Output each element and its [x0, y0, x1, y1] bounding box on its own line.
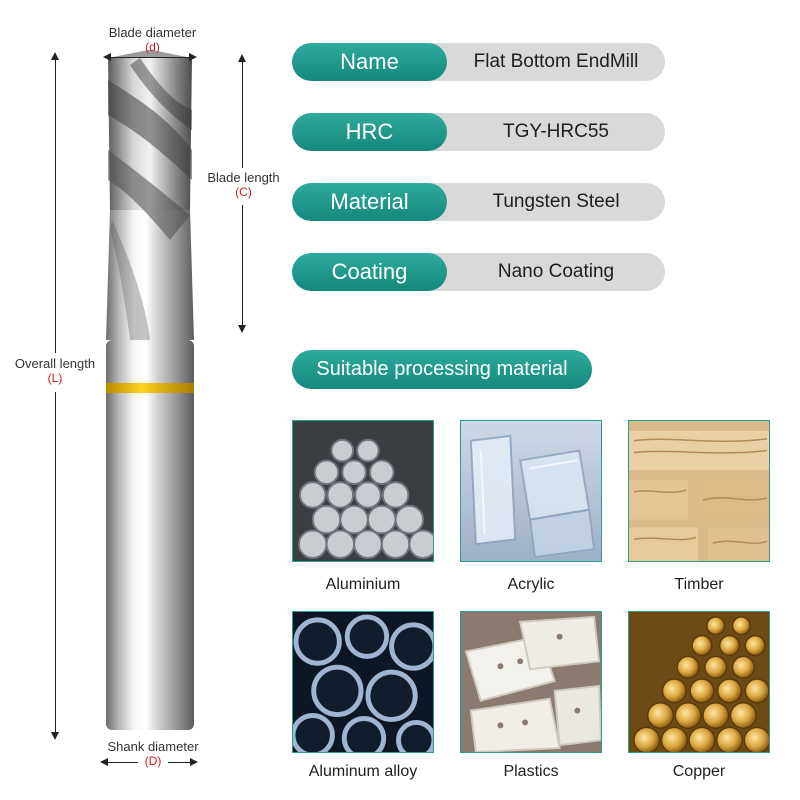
blade-diameter-arrow-left-icon — [103, 53, 111, 61]
suitable-materials-heading: Suitable processing material — [292, 350, 592, 389]
acrylic-blocks-icon — [461, 421, 601, 561]
blade-diameter-arrow-right-icon — [189, 53, 197, 61]
blade-length-line-bottom — [242, 205, 243, 330]
aluminium-bars-icon — [293, 421, 433, 561]
overall-length-line-bottom — [55, 392, 56, 735]
spec-value-material: Tungsten Steel — [492, 191, 620, 212]
blade-length-arrow-up-icon — [238, 54, 246, 62]
plastics-tile — [460, 611, 602, 753]
aluminum-tubes-icon — [293, 612, 433, 752]
acrylic-tile — [460, 420, 602, 562]
aluminium-tile — [292, 420, 434, 562]
overall-length-code: (L) — [47, 371, 63, 385]
shank-diameter-label: Shank diameter — [98, 739, 208, 754]
timber-beams-icon — [629, 421, 769, 561]
blade-length-code: (C) — [235, 185, 252, 199]
shank-diameter-code: (D) — [144, 754, 162, 768]
acrylic-label: Acrylic — [507, 576, 555, 593]
copper-label: Copper — [672, 763, 726, 780]
blade-length-text: Blade length — [207, 170, 280, 185]
blade-length-label: Blade length (C) — [196, 170, 291, 200]
blade-diameter-line — [108, 57, 192, 58]
overall-length-arrow-up-icon — [51, 52, 59, 60]
spec-row-material: Material Tungsten Steel — [292, 183, 665, 221]
overall-length-arrow-down-icon — [51, 732, 59, 740]
spec-key-hrc: HRC — [292, 113, 447, 151]
blade-diameter-code: (d) — [145, 40, 160, 54]
spec-key-material: Material — [292, 183, 447, 221]
endmill-icon — [106, 50, 194, 730]
blade-diameter-label: Blade diameter (d) — [100, 25, 205, 55]
spec-key-name: Name — [292, 43, 447, 81]
shank-diameter-arrow-left-icon — [100, 758, 108, 766]
shank-diameter-text: Shank diameter — [107, 739, 199, 754]
timber-label: Timber — [674, 576, 724, 593]
shank-diameter-arrow-right-icon — [190, 758, 198, 766]
spec-value-name: Flat Bottom EndMill — [473, 51, 639, 72]
spec-value-hrc: TGY-HRC55 — [503, 121, 609, 142]
spec-row-hrc: HRC TGY-HRC55 — [292, 113, 665, 151]
spec-key-coating: Coating — [292, 253, 447, 291]
aluminum-alloy-label: Aluminum alloy — [308, 763, 418, 780]
overall-length-label: Overall length (L) — [5, 356, 105, 386]
shank-diameter-code-wrap: (D) — [98, 754, 208, 769]
aluminium-label: Aluminium — [325, 576, 401, 593]
overall-length-line-top — [55, 58, 56, 353]
timber-tile — [628, 420, 770, 562]
plastic-blocks-icon — [461, 612, 601, 752]
spec-row-name: Name Flat Bottom EndMill — [292, 43, 665, 81]
endmill-illustration — [100, 40, 200, 740]
copper-rods-icon — [629, 612, 769, 752]
shank-diameter-line-left — [106, 762, 138, 763]
shank-diameter-line-right — [168, 762, 192, 763]
overall-length-text: Overall length — [14, 356, 96, 371]
blade-diameter-text: Blade diameter — [108, 25, 197, 40]
plastics-label: Plastics — [503, 763, 559, 780]
blade-length-arrow-down-icon — [238, 325, 246, 333]
blade-length-line-top — [242, 60, 243, 168]
copper-tile — [628, 611, 770, 753]
aluminum-alloy-tile — [292, 611, 434, 753]
spec-value-coating: Nano Coating — [497, 261, 615, 282]
spec-row-coating: Coating Nano Coating — [292, 253, 665, 291]
